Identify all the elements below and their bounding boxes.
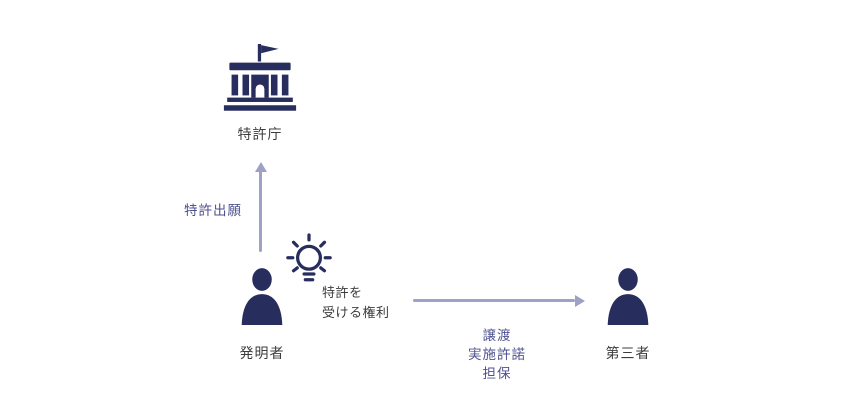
inventor-person-icon — [236, 266, 288, 332]
patent-office-label: 特許庁 — [237, 126, 283, 142]
third-party-person-icon — [602, 266, 654, 332]
application-arrow-head — [254, 162, 267, 172]
transfer-arrow-head — [575, 294, 585, 307]
transfer-label-line2: 実施許諾 — [468, 347, 526, 362]
inventor-label: 発明者 — [239, 345, 285, 361]
government-building-icon — [222, 44, 298, 114]
right-to-patent-line2: 受ける権利 — [322, 304, 390, 320]
right-to-patent-line1: 特許を — [322, 285, 363, 300]
application-arrow-line — [259, 170, 262, 252]
transfer-arrow-line — [413, 299, 575, 302]
transfer-label-line1: 譲渡 — [482, 328, 512, 343]
application-arrow-label: 特許出願 — [184, 203, 242, 218]
lightbulb-icon — [283, 228, 335, 294]
third-party-label: 第三者 — [605, 345, 651, 361]
transfer-arrow-label: 譲渡 実施許諾 担保 — [437, 326, 557, 383]
right-to-patent-label: 特許を 受ける権利 — [322, 283, 422, 322]
transfer-label-line3: 担保 — [482, 366, 512, 381]
transfer-arrow — [413, 293, 585, 308]
application-arrow — [252, 162, 269, 254]
